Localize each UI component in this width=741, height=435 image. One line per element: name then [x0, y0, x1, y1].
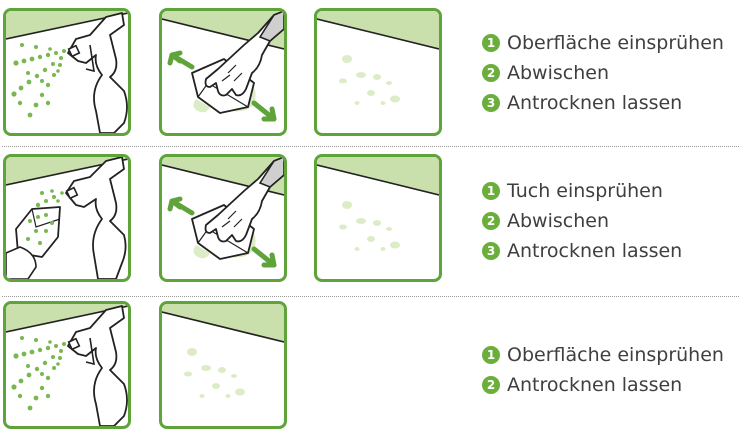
procedure-row-spray-surface-wipe: 1 Oberfläche einsprühen 2 Abwischen 3 An…	[0, 0, 741, 148]
step-label: Antrocknen lassen	[507, 374, 683, 396]
step-item: 2 Antrocknen lassen	[482, 370, 724, 400]
wipe-cloth-icon	[162, 157, 284, 279]
step-label: Oberfläche einsprühen	[507, 32, 724, 54]
panel-dry	[314, 8, 442, 136]
step-number-badge: 1	[482, 346, 500, 364]
step-number-badge: 2	[482, 64, 500, 82]
step-item: 3 Antrocknen lassen	[482, 88, 724, 118]
procedure-row-spray-cloth-wipe: 1 Tuch einsprühen 2 Abwischen 3 Antrockn…	[0, 150, 741, 295]
step-number-badge: 2	[482, 212, 500, 230]
spray-surface-icon	[6, 11, 128, 133]
step-list: 1 Oberfläche einsprühen 2 Abwischen 3 An…	[482, 28, 724, 118]
panel-dry	[159, 301, 287, 429]
spray-surface-icon	[6, 304, 128, 426]
wipe-cloth-icon	[162, 11, 284, 133]
panel-spray-surface	[3, 8, 131, 136]
step-label: Antrocknen lassen	[507, 92, 683, 114]
step-list: 1 Tuch einsprühen 2 Abwischen 3 Antrockn…	[482, 176, 682, 266]
panel-wipe	[159, 154, 287, 282]
step-item: 2 Abwischen	[482, 58, 724, 88]
step-label: Abwischen	[507, 210, 609, 232]
panel-spray-cloth	[3, 154, 131, 282]
step-item: 3 Antrocknen lassen	[482, 236, 682, 266]
panel-wipe	[159, 8, 287, 136]
panel-spray-surface	[3, 301, 131, 429]
step-item: 1 Oberfläche einsprühen	[482, 28, 724, 58]
step-label: Tuch einsprühen	[507, 180, 663, 202]
procedure-row-spray-surface-dry: 1 Oberfläche einsprühen 2 Antrocknen las…	[0, 297, 741, 435]
step-label: Antrocknen lassen	[507, 240, 683, 262]
step-number-badge: 1	[482, 34, 500, 52]
step-number-badge: 1	[482, 182, 500, 200]
spray-cloth-icon	[6, 157, 128, 279]
step-list: 1 Oberfläche einsprühen 2 Antrocknen las…	[482, 340, 724, 400]
step-label: Abwischen	[507, 62, 609, 84]
step-label: Oberfläche einsprühen	[507, 344, 724, 366]
row-divider	[2, 146, 739, 147]
dry-surface-icon	[317, 11, 439, 133]
dry-surface-icon	[162, 304, 284, 426]
step-item: 2 Abwischen	[482, 206, 682, 236]
step-number-badge: 2	[482, 376, 500, 394]
step-number-badge: 3	[482, 94, 500, 112]
dry-surface-icon	[317, 157, 439, 279]
panel-dry	[314, 154, 442, 282]
row-divider	[2, 296, 739, 297]
step-item: 1 Tuch einsprühen	[482, 176, 682, 206]
step-item: 1 Oberfläche einsprühen	[482, 340, 724, 370]
step-number-badge: 3	[482, 242, 500, 260]
